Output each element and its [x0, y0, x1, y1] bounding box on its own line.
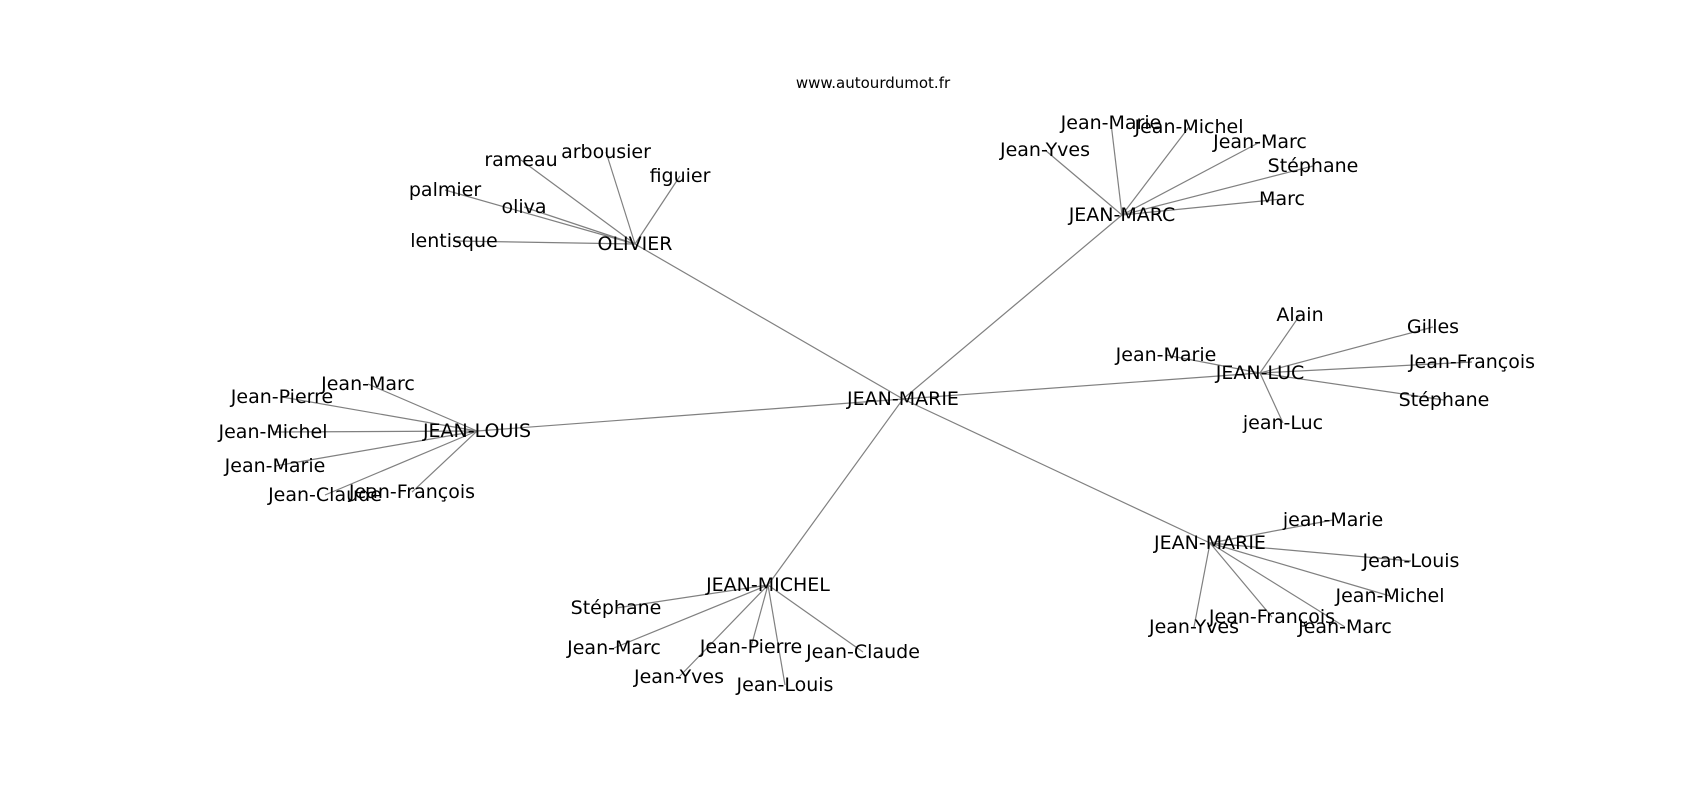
- leaf-node-label: palmier: [409, 179, 481, 201]
- leaf-node-label: Stéphane: [571, 597, 662, 619]
- edge-olivier-to-rameau: [520, 159, 636, 245]
- hub-node-label-jean-michel: JEAN-MICHEL: [705, 574, 830, 596]
- edge-jean-louis-to-jean-marie: [274, 430, 478, 467]
- edge-jean-michel-to-jean-yves: [678, 584, 769, 678]
- edge-jean-luc-to-alain: [1259, 314, 1301, 374]
- edge-jean-louis-to-jean-francois: [411, 430, 478, 493]
- edge-olivier-to-arbousier: [605, 151, 636, 245]
- hub-node-label-jean-marie: JEAN-MARIE: [1153, 532, 1266, 554]
- edge-jean-marie-to-jean-louis: [1209, 542, 1412, 562]
- leaf-node-label: jean-Luc: [1242, 412, 1323, 434]
- edge-center-to-jean-louis: [476, 398, 904, 432]
- leaf-node-label: Stéphane: [1268, 155, 1359, 177]
- leaf-node-label: Jean-Louis: [1362, 550, 1460, 572]
- edge-center-to-jean-michel: [767, 398, 904, 586]
- leaf-node-label: Jean-Marc: [566, 637, 661, 659]
- hub-node-label-jean-marc: JEAN-MARC: [1068, 204, 1176, 226]
- leaf-node-label: Jean-Michel: [1335, 585, 1445, 607]
- edge-center-to-jean-marie: [902, 398, 1211, 544]
- edge-jean-luc-to-stephane: [1259, 372, 1445, 401]
- edge-center-to-olivier: [634, 243, 904, 400]
- edge-jean-marie-to-jean-yves: [1193, 542, 1211, 628]
- edge-jean-marc-to-stephane: [1121, 165, 1314, 216]
- leaf-node-label: Jean-François: [1208, 606, 1335, 628]
- leaf-node-label: Jean-Michel: [1134, 116, 1244, 138]
- edge-jean-michel-to-jean-marc: [613, 584, 769, 649]
- edge-jean-luc-to-jean-francois: [1259, 361, 1473, 374]
- edge-jean-luc-to-jean-luc: [1259, 372, 1284, 424]
- edge-jean-louis-to-jean-claude: [324, 430, 478, 496]
- leaf-node-label: Gilles: [1407, 316, 1459, 338]
- leaf-node-label: rameau: [484, 149, 557, 171]
- leaf-node-label: Jean-Marc: [1212, 131, 1307, 153]
- hub-node-label-jean-louis: JEAN-LOUIS: [422, 420, 531, 442]
- leaf-node-label: Jean-Claude: [267, 484, 382, 506]
- edge-jean-louis-to-jean-pierre: [281, 396, 478, 432]
- edge-olivier-to-lentisque: [453, 240, 636, 245]
- leaf-node-label: Jean-Yves: [633, 666, 724, 688]
- center-node-label: JEAN-MARIE: [846, 388, 959, 410]
- source-credit: www.autourdumot.fr: [796, 74, 951, 92]
- edge-jean-marie-to-jean-marie: [1209, 519, 1334, 544]
- leaf-node-label: Jean-François: [1408, 351, 1535, 373]
- leaf-node-label: Jean-Marie: [1115, 344, 1217, 366]
- edge-jean-louis-to-jean-marc: [367, 383, 478, 432]
- leaf-node-label: Jean-Marc: [320, 373, 415, 395]
- edge-jean-louis-to-jean-michel: [272, 430, 478, 433]
- edge-jean-marie-to-jean-marc: [1209, 542, 1346, 628]
- edge-jean-marc-to-jean-michel: [1121, 126, 1190, 216]
- edge-center-to-jean-luc: [902, 372, 1261, 400]
- leaf-node-label: figuier: [650, 165, 711, 187]
- edge-olivier-to-oliva: [523, 206, 636, 245]
- leaf-node-label: Alain: [1276, 304, 1323, 326]
- edge-jean-marc-to-marc: [1121, 198, 1283, 216]
- hub-node-label-olivier: OLIVIER: [598, 233, 673, 255]
- leaf-node-label: Jean-Yves: [999, 139, 1090, 161]
- leaf-node-label: Jean-Michel: [218, 421, 328, 443]
- edge-center-to-jean-marc: [902, 214, 1123, 400]
- leaf-node-label: Jean-Louis: [736, 674, 834, 696]
- edge-jean-michel-to-jean-claude: [767, 584, 864, 653]
- leaf-node-label: Jean-Pierre: [230, 386, 333, 408]
- edge-jean-michel-to-jean-pierre: [750, 584, 769, 648]
- leaf-node-label: oliva: [501, 196, 546, 218]
- edge-jean-marc-to-jean-marie: [1110, 122, 1123, 216]
- leaf-node-label: Jean-Pierre: [699, 636, 802, 658]
- leaf-node-label: jean-Marie: [1282, 509, 1383, 531]
- edge-jean-michel-to-stephane: [615, 584, 769, 609]
- leaf-node-label: Stéphane: [1399, 389, 1490, 411]
- leaf-node-label: Jean-Marie: [1060, 112, 1162, 134]
- edge-olivier-to-figuier: [634, 175, 681, 245]
- edge-jean-marc-to-jean-yves: [1044, 149, 1123, 216]
- leaf-node-label: Jean-Yves: [1148, 616, 1239, 638]
- leaf-node-label: Jean-Marc: [1297, 616, 1392, 638]
- leaf-node-label: Jean-Claude: [805, 641, 920, 663]
- leaf-node-label: lentisque: [410, 230, 497, 252]
- leaf-node-label: arbousier: [561, 141, 651, 163]
- edge-jean-marc-to-jean-marc: [1121, 141, 1261, 216]
- edge-jean-luc-to-jean-marie: [1165, 354, 1261, 374]
- edge-jean-marie-to-jean-michel: [1209, 542, 1391, 597]
- hub-node-label-jean-luc: JEAN-LUC: [1215, 362, 1305, 384]
- leaf-node-label: Marc: [1259, 188, 1305, 210]
- edges-layer: [272, 122, 1473, 686]
- leaf-node-label: Jean-François: [348, 481, 475, 503]
- edge-jean-marie-to-jean-francois: [1209, 542, 1273, 618]
- edge-olivier-to-palmier: [444, 189, 636, 245]
- edge-jean-michel-to-jean-louis: [767, 584, 786, 686]
- edge-jean-luc-to-gilles: [1259, 326, 1434, 374]
- leaf-node-label: Jean-Marie: [224, 455, 326, 477]
